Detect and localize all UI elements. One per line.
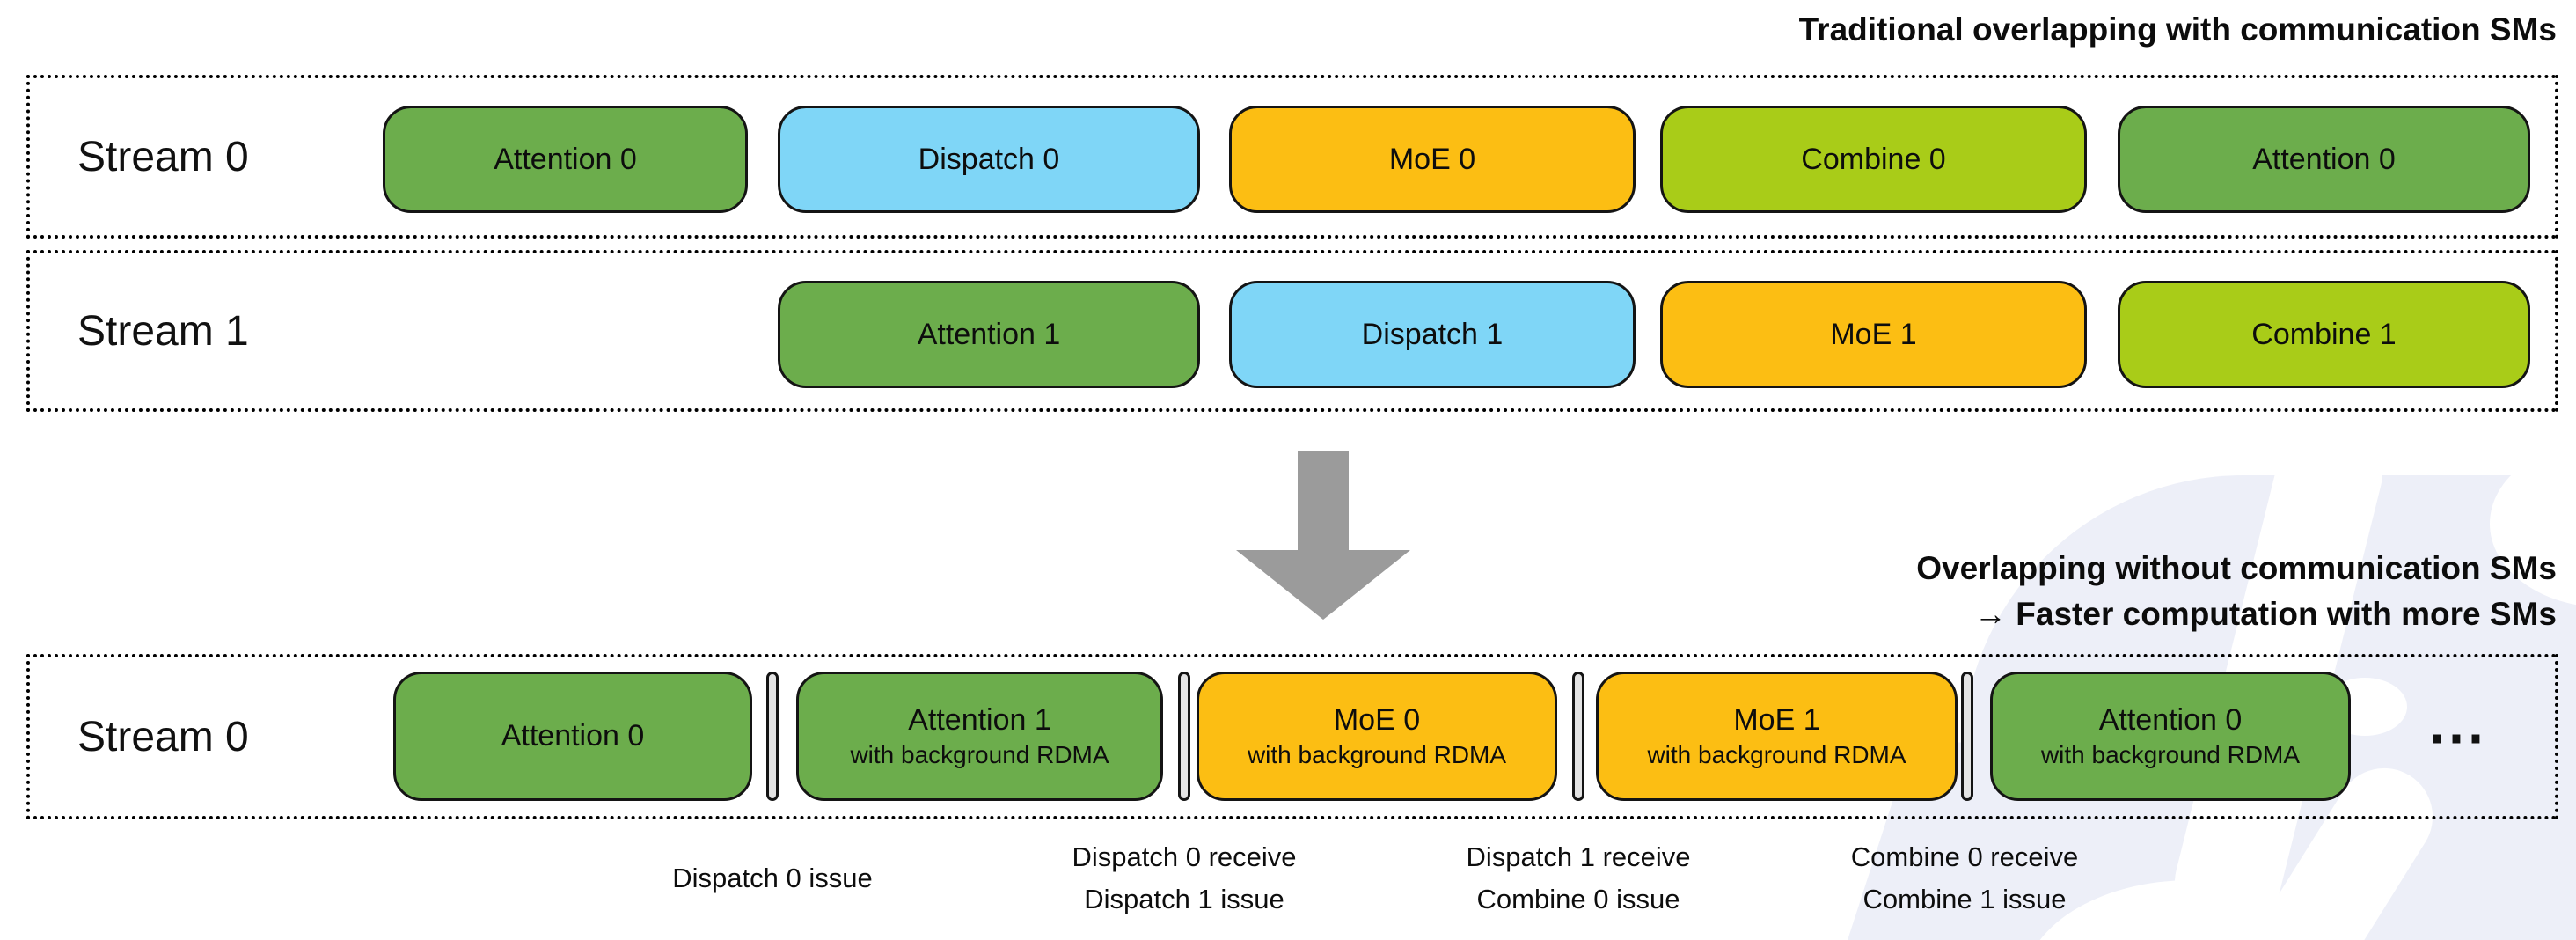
stream0-top-label: Stream 0 [77,133,249,180]
caption-overlapping-line2: → Faster computation with more SMs [1974,596,2557,632]
block-sublabel: with background RDMA [2040,741,2301,768]
block-sublabel: with background RDMA [850,741,1109,768]
block-label: Combine 1 [2251,317,2397,351]
stream0-top-box: Stream 0 [26,75,2558,239]
block-moe-1: MoE 1 [1660,281,2087,388]
block-label: MoE 1 [1830,317,1917,351]
block-attention-0-next-rdma: Attention 0 with background RDMA [1990,672,2351,801]
block-attention-0-next: Attention 0 [2118,106,2530,213]
block-label: MoE 1 [1733,703,1820,737]
block-attention-0-fused: Attention 0 [393,672,752,801]
block-combine-1: Combine 1 [2118,281,2530,388]
caption-overlapping-line1: Overlapping without communication SMs [1916,550,2557,586]
stream1-label: Stream 1 [77,307,249,355]
block-dispatch-1: Dispatch 1 [1229,281,1636,388]
annotation-line: Combine 1 issue [1862,884,2067,914]
block-attention-1: Attention 1 [778,281,1200,388]
block-attention-1-rdma: Attention 1 with background RDMA [796,672,1163,801]
caption-overlapping: Overlapping without communication SMs → … [1916,546,2557,637]
block-label: Attention 1 [917,317,1061,351]
annotation-line: Dispatch 1 receive [1466,841,1691,872]
block-moe-0: MoE 0 [1229,106,1636,213]
block-moe-0-rdma: MoE 0 with background RDMA [1197,672,1557,801]
block-sublabel: with background RDMA [1647,741,1906,768]
stream1-box: Stream 1 [26,250,2558,412]
stream0-bottom-label: Stream 0 [77,713,249,760]
annotation-line: Dispatch 0 issue [672,863,873,893]
block-label: Attention 0 [2252,142,2396,176]
block-combine-0: Combine 0 [1660,106,2087,213]
separator-bar-3 [1572,672,1584,801]
block-attention-0: Attention 0 [383,106,748,213]
block-label: Attention 0 [501,719,645,753]
annotation-dispatch0-receive: Dispatch 0 receive Dispatch 1 issue [1072,834,1296,922]
annotation-dispatch0-issue: Dispatch 0 issue [672,834,872,922]
caption-traditional-text: Traditional overlapping with communicati… [1798,11,2557,48]
block-label: Attention 0 [2098,703,2243,737]
block-label: Dispatch 1 [1361,317,1504,351]
separator-bar-4 [1961,672,1973,801]
block-label: Dispatch 0 [918,142,1060,176]
down-arrow-icon [1236,451,1410,620]
annotation-combine0-receive: Combine 0 receive Combine 1 issue [1851,834,2078,922]
block-moe-1-rdma: MoE 1 with background RDMA [1596,672,1958,801]
annotation-line: Dispatch 1 issue [1084,884,1284,914]
separator-bar-2 [1178,672,1190,801]
block-label: Attention 0 [494,142,637,176]
stream0-bottom-box: Stream 0 [26,654,2558,819]
block-label: Attention 1 [908,703,1051,737]
annotation-line: Dispatch 0 receive [1072,841,1297,872]
block-sublabel: with background RDMA [1247,741,1507,768]
block-label: MoE 0 [1333,703,1421,737]
annotation-dispatch1-receive: Dispatch 1 receive Combine 0 issue [1466,834,1690,922]
annotation-line: Combine 0 issue [1476,884,1680,914]
caption-traditional: Traditional overlapping with communicati… [1799,7,2557,53]
block-dispatch-0: Dispatch 0 [778,106,1200,213]
block-label: Combine 0 [1801,142,1946,176]
block-label: MoE 0 [1388,142,1476,176]
continuation-ellipsis: ⋯ [2427,703,2485,769]
separator-bar-1 [766,672,779,801]
annotation-line: Combine 0 receive [1850,841,2079,872]
